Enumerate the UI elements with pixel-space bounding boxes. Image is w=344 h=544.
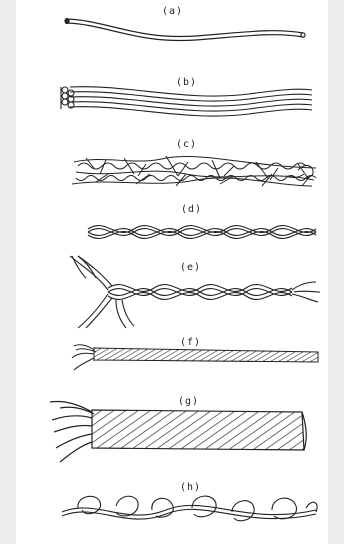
label-c: (c) [176, 139, 197, 150]
multifilament-yarn [61, 87, 312, 116]
label-d: (d) [181, 204, 202, 215]
plied-yarn [88, 226, 316, 239]
novelty-loop-yarn [62, 496, 317, 521]
label-f: (f) [180, 337, 201, 348]
figure-sheet: (a) (b) (c) (d) (e) (f) (g) (h) [16, 0, 328, 544]
heavy-twisted-strand [50, 401, 306, 462]
label-b: (b) [176, 77, 197, 88]
monofilament-yarn [65, 19, 305, 41]
fine-twisted-strand [72, 345, 318, 370]
staple-fibre-yarn [72, 156, 316, 186]
label-a: (a) [162, 6, 183, 17]
label-e: (e) [180, 262, 201, 273]
label-g: (g) [178, 396, 199, 407]
label-h: (h) [180, 482, 201, 493]
yarn-structures-drawing [16, 0, 328, 544]
